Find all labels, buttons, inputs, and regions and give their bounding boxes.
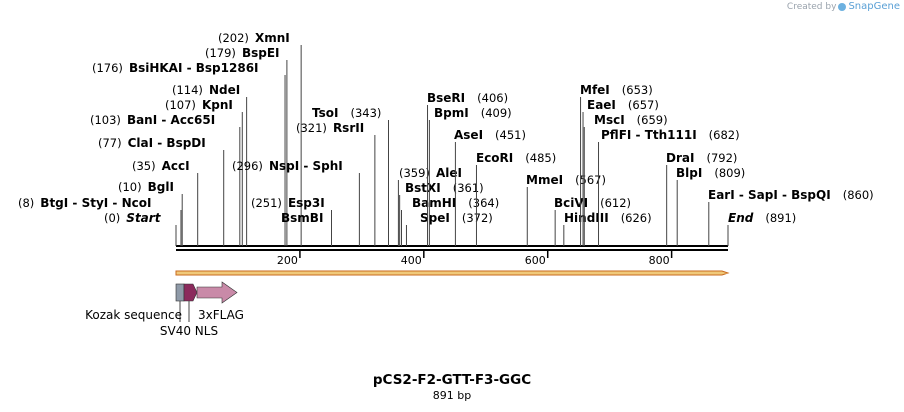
site-name: BglI: [148, 180, 174, 194]
site-position: (251): [251, 196, 282, 210]
site-position: (653): [622, 83, 653, 97]
site-position: (0): [104, 211, 120, 225]
site-position: (343): [350, 106, 381, 120]
site-name: BspEI: [242, 46, 280, 60]
site-name: EarI - SapI - BspQI: [708, 188, 831, 202]
site-name: BsiHKAI - Bsp1286I: [129, 61, 259, 75]
ruler-tick-label: 600: [525, 254, 546, 267]
site-name: Esp3I: [288, 196, 325, 210]
site-name: ClaI - BspDI: [128, 136, 206, 150]
feature-label-sv40-nls: SV40 NLS: [160, 324, 218, 338]
site-name: BamHI: [412, 196, 456, 210]
ruler-tick-label: 400: [401, 254, 422, 267]
brand-watermark: Created by SnapGene: [787, 1, 900, 12]
site-name: End: [728, 211, 754, 225]
site-name: Start: [126, 211, 161, 225]
site-name: TsoI: [312, 106, 338, 120]
site-name: BseRI: [427, 91, 465, 105]
feature-label-kozak: Kozak sequence: [85, 308, 182, 322]
site-position: (792): [706, 151, 737, 165]
site-position: (891): [765, 211, 796, 225]
site-position: (361): [453, 181, 484, 195]
site-position: (321): [296, 121, 327, 135]
feature-3xflag: [196, 281, 238, 304]
site-position: (657): [628, 98, 659, 112]
site-position: (8): [18, 196, 34, 210]
site-name: AleI: [436, 166, 462, 180]
feature-label-3xflag: 3xFLAG: [198, 308, 244, 322]
ruler-tick-label: 800: [649, 254, 670, 267]
site-position: (485): [525, 151, 556, 165]
site-position: (77): [98, 136, 122, 150]
site-name: BpmI: [434, 106, 469, 120]
site-position: (114): [172, 83, 203, 97]
site-name: PflFI - Tth111I: [601, 128, 697, 142]
site-position: (107): [165, 98, 196, 112]
site-position: (359): [399, 166, 430, 180]
site-name: AseI: [454, 128, 483, 142]
site-name: SpeI: [420, 211, 450, 225]
site-name: BtgI - StyI - NcoI: [40, 196, 151, 210]
site-position: (296): [232, 159, 263, 173]
site-position: (35): [132, 159, 156, 173]
site-name: BstXI: [405, 181, 441, 195]
site-position: (202): [218, 31, 249, 45]
site-name: DraI: [666, 151, 694, 165]
site-name: KpnI: [202, 98, 233, 112]
orf-arrow: [175, 270, 730, 276]
site-name: AccI: [162, 159, 190, 173]
site-position: (103): [90, 113, 121, 127]
feature-kozak: [175, 283, 185, 302]
site-position: (612): [600, 196, 631, 210]
site-position: (372): [462, 211, 493, 225]
site-name: NdeI: [209, 83, 240, 97]
site-name: XmnI: [255, 31, 290, 45]
site-position: (682): [709, 128, 740, 142]
site-name: MmeI: [526, 173, 563, 187]
site-name: BsmBI: [281, 211, 323, 225]
site-name: BlpI: [676, 166, 702, 180]
site-position: (10): [118, 180, 142, 194]
plasmid-length: 891 bp: [432, 389, 472, 402]
site-name: NspI - SphI: [269, 159, 343, 173]
ruler-tick-label: 200: [277, 254, 298, 267]
feature-sv40-nls: [183, 283, 198, 302]
site-name: HindIII: [564, 211, 609, 225]
site-position: (567): [575, 173, 606, 187]
site-position: (179): [205, 46, 236, 60]
site-name: MscI: [594, 113, 625, 127]
site-position: (406): [477, 91, 508, 105]
site-position: (176): [92, 61, 123, 75]
brand-name: SnapGene: [848, 1, 900, 12]
site-position: (626): [621, 211, 652, 225]
site-name: RsrII: [333, 121, 364, 135]
site-position: (451): [495, 128, 526, 142]
plasmid-title: pCS2-F2-GTT-F3-GGC: [372, 372, 532, 388]
site-position: (860): [843, 188, 874, 202]
site-name: EaeI: [587, 98, 616, 112]
site-name: MfeI: [580, 83, 610, 97]
site-name: BciVI: [554, 196, 588, 210]
site-position: (364): [468, 196, 499, 210]
site-position: (809): [714, 166, 745, 180]
site-name: EcoRI: [476, 151, 513, 165]
site-position: (409): [481, 106, 512, 120]
created-by-text: Created by: [786, 1, 837, 12]
site-name: BanI - Acc65I: [127, 113, 215, 127]
snapgene-logo-icon: [838, 2, 847, 11]
site-position: (659): [637, 113, 668, 127]
